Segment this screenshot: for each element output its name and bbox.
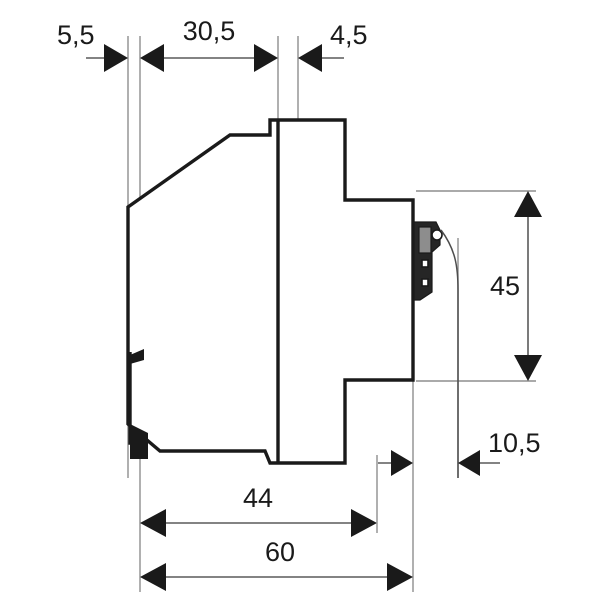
- arrowhead-10-5-left: [458, 450, 480, 476]
- din-clip-lower-foot: [130, 424, 148, 459]
- top-dimension-chain: 5,5 30,5 4,5: [57, 16, 368, 72]
- arrowhead-10-5-right: [391, 450, 413, 476]
- arrowhead-44-left: [140, 509, 166, 537]
- dim-label-5-5: 5,5: [57, 20, 95, 50]
- arrowhead-60-left: [140, 563, 166, 591]
- arrowhead-30-5-right: [254, 44, 278, 72]
- device-body-group: [126, 118, 415, 465]
- arrowhead-30-5-left: [140, 44, 164, 72]
- device-housing-outline: [126, 118, 415, 465]
- terminal-contact-pad: [418, 226, 432, 254]
- terminal-clamp-group: [413, 221, 459, 478]
- terminal-swing-arc: [440, 229, 459, 478]
- dimension-10-5-group: 10,5: [378, 428, 541, 476]
- dim-label-60: 60: [265, 537, 295, 567]
- dim-label-45: 45: [490, 271, 520, 301]
- terminal-slot-lower: [421, 278, 429, 287]
- dimension-44-group: 44: [140, 455, 378, 537]
- dimension-60-group: 60: [140, 537, 413, 591]
- arrowhead-60-right: [387, 563, 413, 591]
- dim-label-44: 44: [243, 483, 273, 513]
- terminal-screw-head: [431, 229, 443, 241]
- arrowhead-45-bottom: [514, 355, 542, 381]
- dim-label-10-5: 10,5: [488, 428, 541, 458]
- dimension-45-group: 45: [490, 191, 542, 381]
- din-clip-upper-nib: [130, 349, 144, 364]
- arrowhead-4-5-left: [298, 44, 322, 72]
- dim-label-4-5: 4,5: [330, 20, 368, 50]
- arrowhead-45-top: [514, 191, 542, 217]
- terminal-slot-upper: [421, 259, 429, 268]
- din-rail-clip-group: [128, 349, 148, 459]
- arrowhead-44-right: [351, 509, 377, 537]
- dim-label-30-5: 30,5: [183, 16, 236, 46]
- arrowhead-5-5-right: [104, 44, 128, 72]
